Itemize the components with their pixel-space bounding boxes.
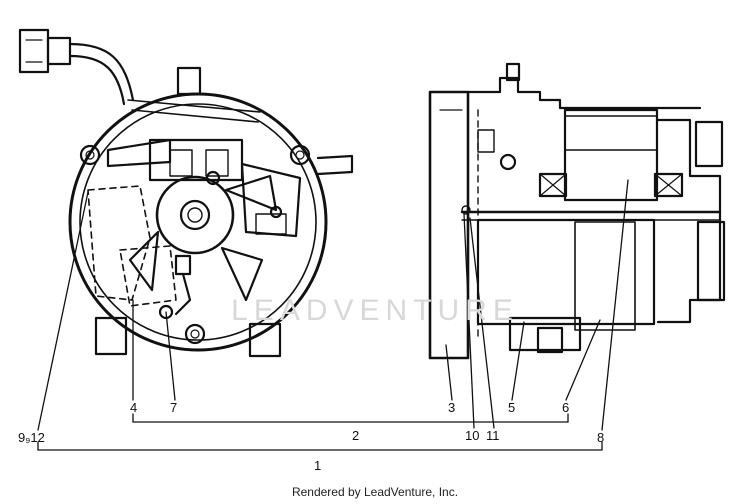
rear-housing-view xyxy=(18,28,354,358)
side-section-view xyxy=(428,62,726,360)
callout-11: 11 xyxy=(486,428,500,443)
leader-lines xyxy=(37,179,629,451)
callout-8: 8 xyxy=(597,430,604,445)
callout-3: 3 xyxy=(448,400,455,415)
callout-2: 2 xyxy=(352,428,359,443)
callout-5: 5 xyxy=(508,400,515,415)
watermark-text: LEADVENTURE xyxy=(231,294,519,327)
callout-7: 7 xyxy=(170,400,177,415)
callout-4: 4 xyxy=(130,400,137,415)
callouts: 4 7 9₉12 3 5 6 2 10 11 8 1 xyxy=(18,400,604,473)
callout-1: 1 xyxy=(314,458,321,473)
callout-9-12: 9₉12 xyxy=(18,430,45,445)
render-credit: Rendered by LeadVenture, Inc. xyxy=(291,485,459,499)
callout-10: 10 xyxy=(465,428,479,443)
callout-6: 6 xyxy=(562,400,569,415)
